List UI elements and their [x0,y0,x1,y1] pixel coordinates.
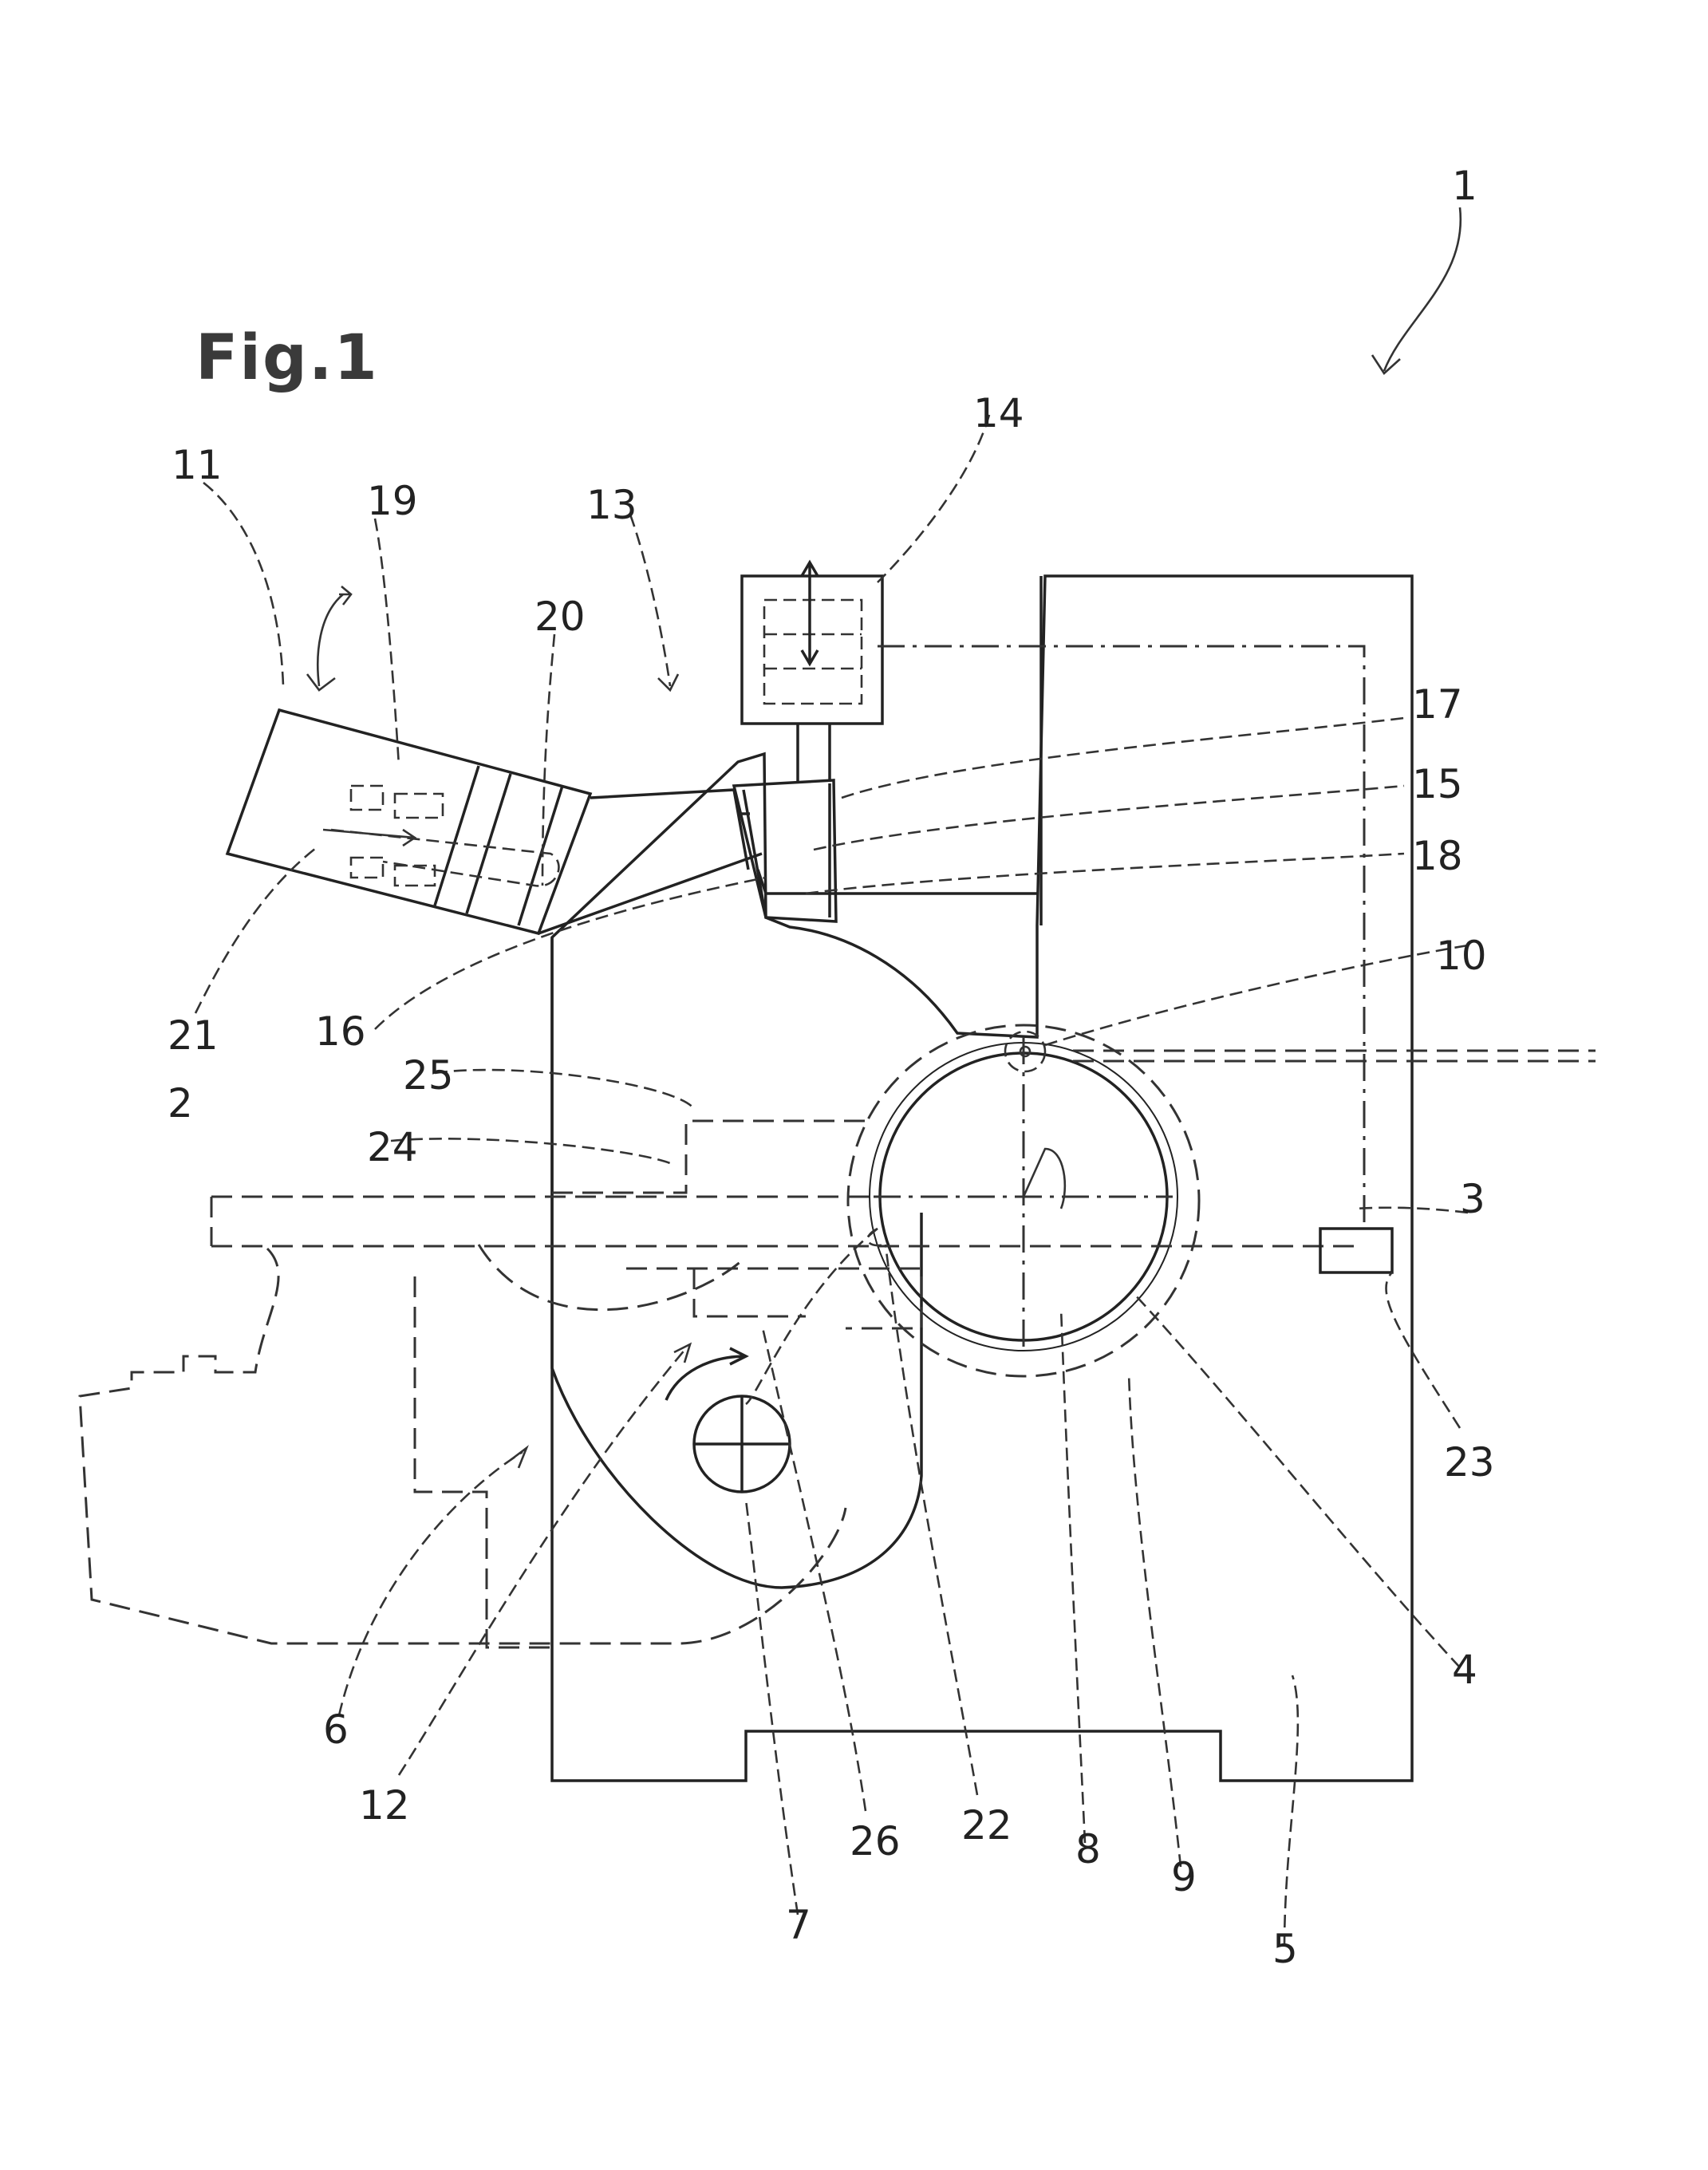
sensor-block-23 [1320,1229,1392,1272]
label-13: 13 [586,482,637,528]
label-4: 4 [1452,1647,1477,1693]
label-10: 10 [1436,933,1487,979]
reference-numerals: 1 2 3 4 5 6 7 8 9 10 11 12 13 14 15 16 1… [168,163,1495,1972]
label-14: 14 [973,390,1024,436]
label-23: 23 [1444,1439,1495,1485]
actuator-unit-14 [742,562,1041,925]
label-25: 25 [403,1052,454,1099]
housing-outline [552,576,1412,1781]
label-22: 22 [961,1802,1012,1848]
external-machine-outline [80,1249,846,1643]
label-2: 2 [168,1080,193,1126]
label-11: 11 [172,442,223,488]
label-20: 20 [534,594,586,640]
roller-7 [666,1348,790,1492]
label-5: 5 [1272,1926,1298,1972]
label-19: 19 [367,478,418,524]
feed-hopper [538,790,766,933]
tilting-unit-11 [227,710,590,933]
drum-assembly [848,1025,1199,1376]
leader-lines [195,415,1468,1947]
control-line [878,646,1364,1229]
label-24: 24 [367,1124,418,1170]
label-15: 15 [1412,761,1463,807]
cavity-outline-24 [552,1121,870,1193]
label-17: 17 [1412,681,1463,728]
plunger-assembly [734,780,1037,921]
feed-bar-2 [211,1197,1356,1246]
label-1: 1 [1452,163,1477,209]
label-9: 9 [1171,1854,1197,1900]
label-26: 26 [850,1818,901,1864]
label-7: 7 [786,1902,811,1948]
label-12: 12 [359,1782,410,1829]
label-3: 3 [1460,1176,1485,1222]
label-6: 6 [323,1706,349,1753]
label-8: 8 [1075,1826,1101,1872]
label-21: 21 [168,1012,219,1059]
left-housing-curve [552,937,921,1588]
label-18: 18 [1412,833,1463,879]
figure-title: Fig.1 [195,322,379,394]
label-16: 16 [315,1008,366,1055]
leader-1 [1384,207,1461,371]
